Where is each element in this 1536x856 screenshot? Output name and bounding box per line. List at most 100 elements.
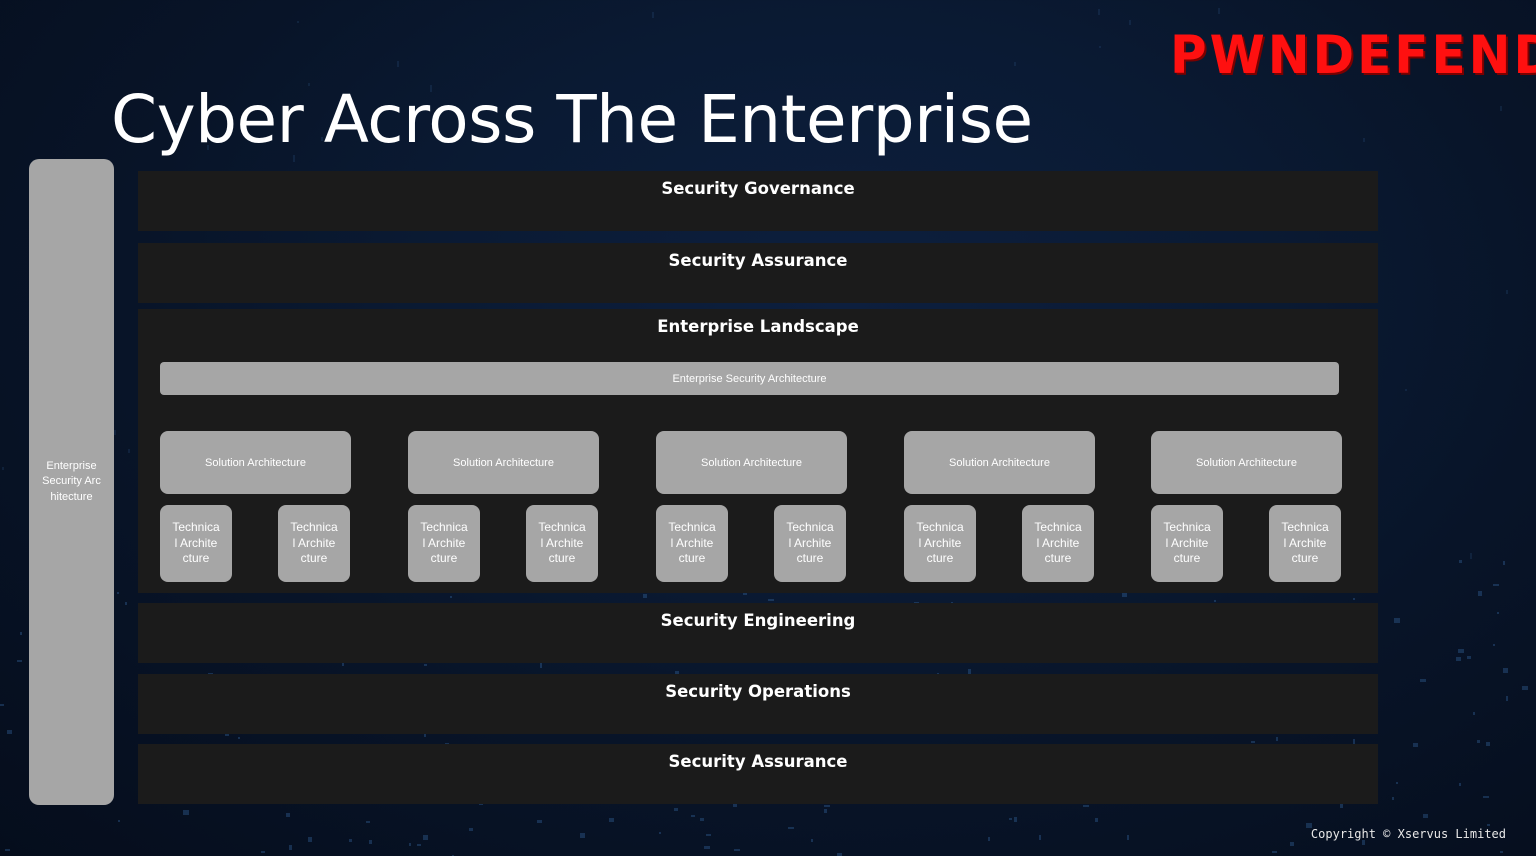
code-rain-dot [5,849,10,851]
technical-architecture-box: Technical Architecture [1151,505,1223,582]
code-rain-dot [118,820,120,822]
tech-label: Technical Architecture [538,520,586,566]
code-rain-dot [1014,817,1017,822]
code-rain-dot [1363,138,1365,142]
band-security-assurance-top: Security Assurance [138,243,1378,303]
band-security-governance: Security Governance [138,171,1378,231]
code-rain-dot [1493,644,1495,646]
code-rain-dot [1405,389,1407,391]
code-rain-dot [540,663,542,668]
code-rain-dot [1098,9,1100,15]
enterprise-security-architecture-bar: Enterprise Security Architecture [160,362,1339,395]
code-rain-dot [17,660,22,662]
code-rain-dot [397,61,399,67]
code-rain-dot [1392,797,1394,800]
code-rain-dot [1522,686,1528,690]
code-rain-dot [1503,561,1505,565]
code-rain-dot [2,467,4,470]
sidebar-label: Enterprise Security Architecture [42,459,101,503]
code-rain-dot [1497,612,1499,614]
code-rain-dot [1272,851,1277,853]
code-rain-dot [643,594,647,598]
code-rain-dot [1127,835,1129,840]
code-rain-dot [450,596,452,598]
code-rain-dot [788,827,794,829]
code-rain-dot [114,430,116,435]
code-rain-dot [659,832,661,834]
code-rain-dot [691,815,695,817]
code-rain-dot [1477,740,1480,743]
band-title: Security Assurance [668,251,848,270]
code-rain-dot [297,21,299,23]
technical-architecture-box: Technical Architecture [1269,505,1341,582]
solution-architecture-box: Solution Architecture [904,431,1095,494]
code-rain-dot [824,809,827,813]
code-rain-dot [700,818,704,821]
solution-architecture-box: Solution Architecture [656,431,847,494]
code-rain-dot [537,820,542,823]
code-rain-dot [1506,290,1508,294]
code-rain-dot [1478,591,1482,596]
code-rain-dot [1459,560,1462,563]
technical-architecture-box: Technical Architecture [160,505,232,582]
tech-label: Technical Architecture [1034,520,1082,566]
code-rain-dot [286,813,290,817]
tech-label: Technical Architecture [668,520,716,566]
code-rain-dot [1009,818,1012,820]
code-rain-dot [289,845,292,850]
band-security-operations: Security Operations [138,674,1378,734]
code-rain-dot [1423,814,1428,818]
code-rain-dot [1459,783,1461,786]
code-rain-dot [1413,743,1418,747]
tech-label: Technical Architecture [916,520,964,566]
code-rain-dot [1486,742,1490,746]
code-rain-dot [1483,796,1489,798]
technical-architecture-box: Technical Architecture [526,505,598,582]
tech-label: Technical Architecture [290,520,338,566]
code-rain-dot [1251,741,1255,743]
code-rain-dot [704,846,710,849]
code-rain-dot [423,835,428,840]
code-rain-dot [1290,842,1294,846]
code-rain-dot [1487,824,1490,826]
code-rain-dot [369,840,372,844]
code-rain-dot [1039,835,1041,840]
pwndefend-logo: PWNDEFEND [1170,24,1536,86]
code-rain-dot [1014,62,1016,66]
code-rain-dot [7,730,12,734]
code-rain-dot [1470,553,1472,559]
code-rain-dot [183,810,189,815]
code-rain-dot [1467,656,1471,659]
code-rain-dot [417,844,421,846]
solution-architecture-box: Solution Architecture [160,431,351,494]
band-title: Security Assurance [668,752,848,771]
code-rain-dot [652,12,654,18]
technical-architecture-box: Technical Architecture [656,505,728,582]
band-security-assurance-bottom: Security Assurance [138,744,1378,804]
code-rain-dot [469,828,473,831]
code-rain-dot [238,737,240,739]
code-rain-dot [674,808,678,811]
code-rain-dot [1095,818,1098,822]
code-rain-dot [1394,618,1400,623]
code-rain-dot [349,839,352,842]
band-security-engineering: Security Engineering [138,603,1378,663]
code-rain-dot [261,851,265,853]
code-rain-dot [734,849,740,851]
code-rain-dot [1473,712,1475,715]
code-rain-dot [1276,737,1278,741]
solution-architecture-box: Solution Architecture [1151,431,1342,494]
tech-label: Technical Architecture [1163,520,1211,566]
tech-label: Technical Architecture [420,520,468,566]
technical-architecture-box: Technical Architecture [408,505,480,582]
code-rain-dot [1506,696,1508,701]
code-rain-dot [117,592,119,594]
band-title: Security Operations [665,682,851,701]
tech-label: Technical Architecture [1281,520,1329,566]
code-rain-dot [824,805,830,807]
code-rain-dot [580,833,585,838]
code-rain-dot [366,821,370,823]
code-rain-dot [811,839,813,842]
code-rain-dot [1458,649,1464,653]
code-rain-dot [1353,598,1355,600]
